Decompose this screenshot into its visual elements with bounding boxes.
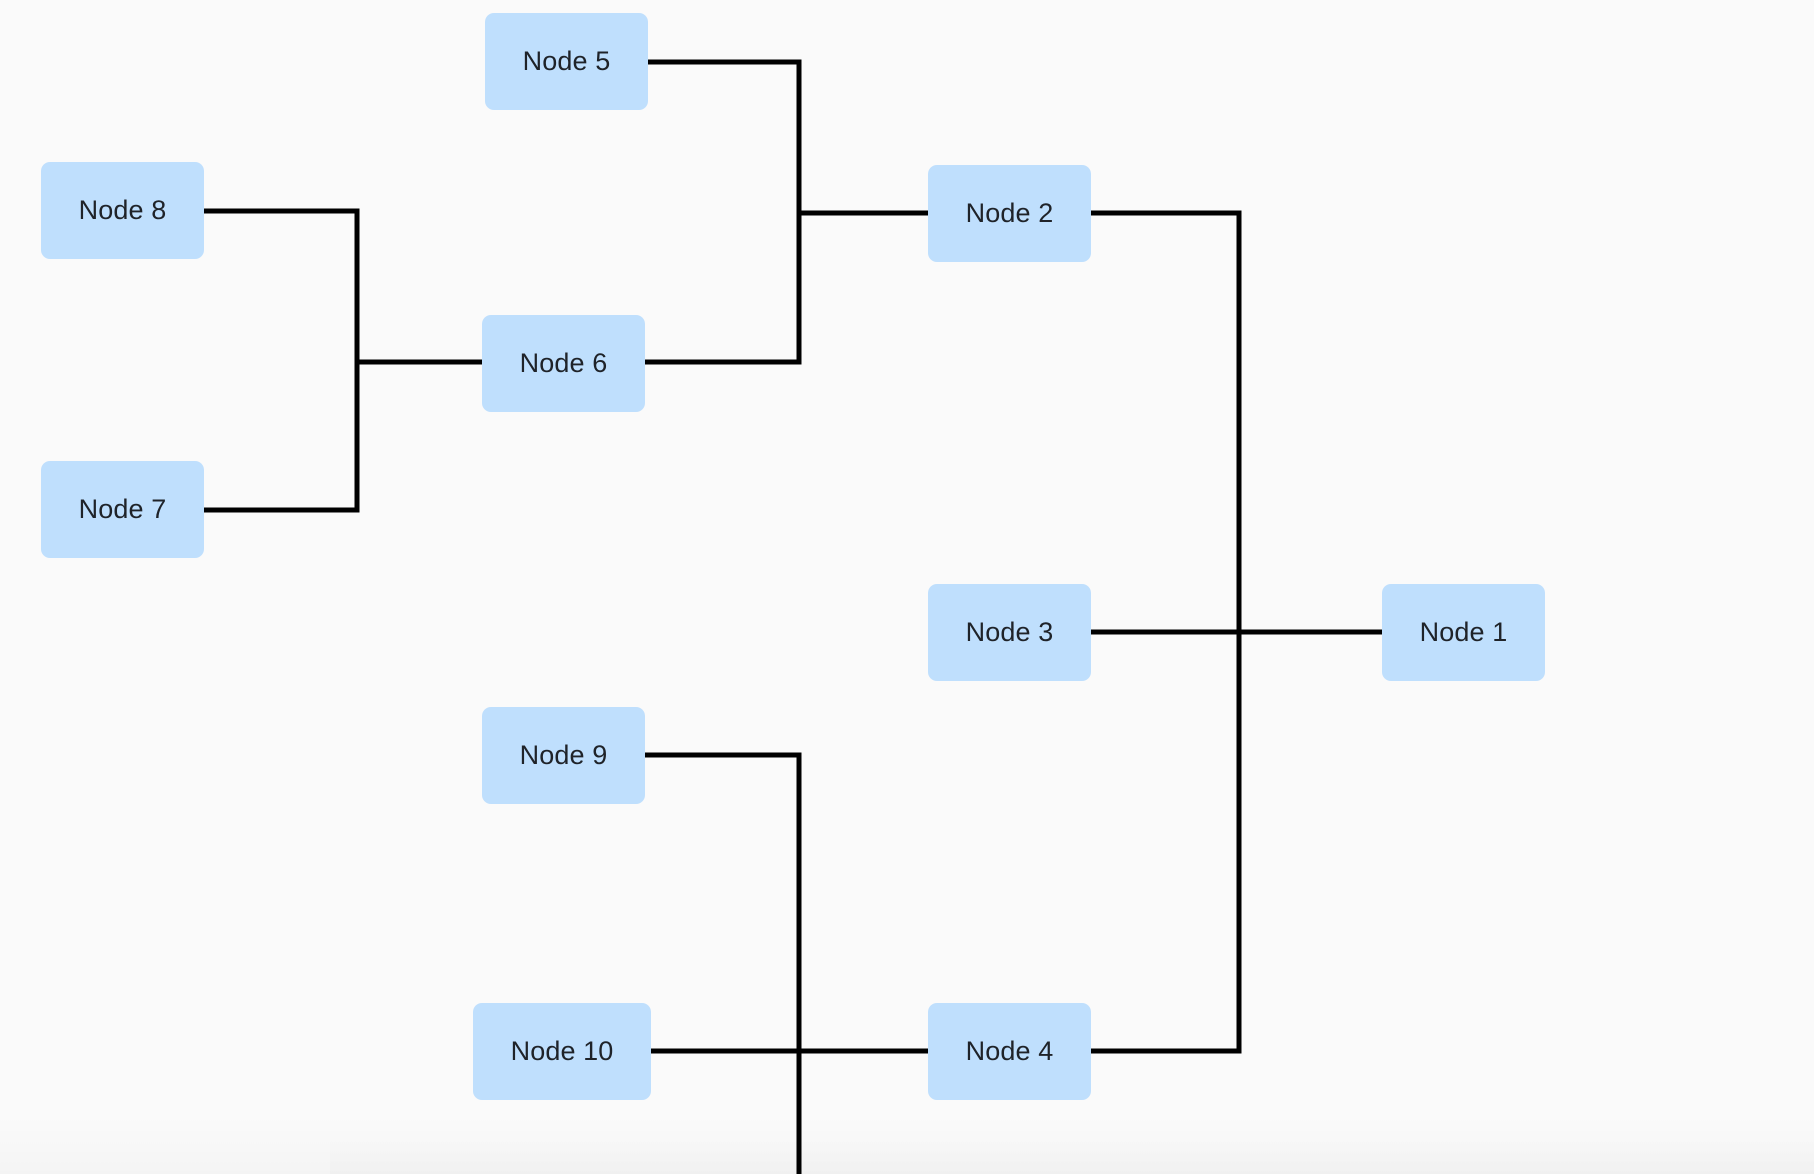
node-node10[interactable]: Node 10 [473, 1003, 651, 1100]
node-label: Node 10 [510, 1036, 614, 1066]
node-label: Node 2 [965, 198, 1054, 228]
node-node2[interactable]: Node 2 [928, 165, 1091, 262]
node-label: Node 9 [519, 740, 608, 770]
node-label: Node 7 [78, 494, 167, 524]
node-node9[interactable]: Node 9 [482, 707, 645, 804]
node-label: Node 3 [965, 617, 1054, 647]
edge-node5-node2 [648, 59, 928, 216]
node-node4[interactable]: Node 4 [928, 1003, 1091, 1100]
node-label: Node 8 [78, 195, 167, 225]
node-node3[interactable]: Node 3 [928, 584, 1091, 681]
node-node6[interactable]: Node 6 [482, 315, 645, 412]
node-node5[interactable]: Node 5 [485, 13, 648, 110]
node-label: Node 4 [965, 1036, 1054, 1066]
edge-node2-node1 [1091, 210, 1242, 632]
edge-node9-node4 [645, 752, 802, 1174]
node-label: Node 1 [1419, 617, 1508, 647]
edge-node6-node2 [645, 213, 802, 365]
edge-node8-node6 [204, 208, 482, 365]
node-node7[interactable]: Node 7 [41, 461, 204, 558]
node-node1[interactable]: Node 1 [1382, 584, 1545, 681]
node-label: Node 5 [522, 46, 611, 76]
node-label: Node 6 [519, 348, 608, 378]
edge-node7-node6 [204, 362, 360, 513]
edge-node4-node1 [1091, 632, 1242, 1054]
node-node8[interactable]: Node 8 [41, 162, 204, 259]
